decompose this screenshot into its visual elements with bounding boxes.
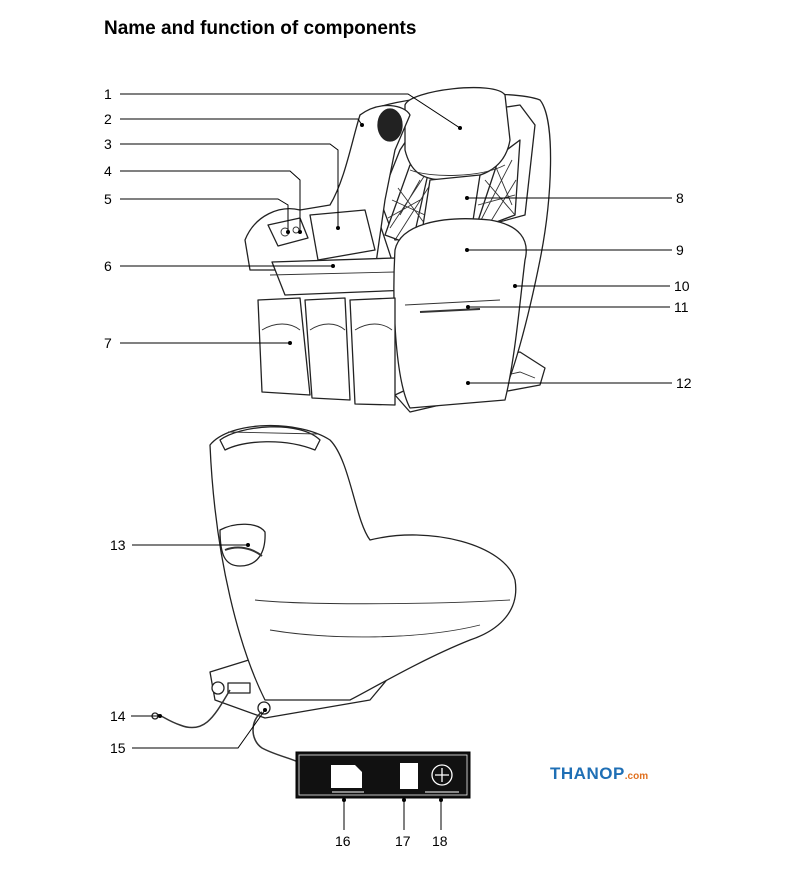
rear-plug-right — [257, 701, 271, 715]
callout-7: 7 — [104, 335, 112, 351]
callout-15: 15 — [110, 740, 126, 756]
callout-18: 18 — [432, 833, 448, 849]
watermark-brand: THANOP — [550, 764, 625, 783]
chair-front-view — [244, 86, 552, 413]
callout-4: 4 — [104, 163, 112, 179]
callout-3: 3 — [104, 136, 112, 152]
callout-16: 16 — [335, 833, 351, 849]
speaker-grille — [377, 108, 403, 142]
seat — [271, 257, 411, 296]
callout-2: 2 — [104, 111, 112, 127]
callout-12: 12 — [676, 375, 692, 391]
callout-17: 17 — [395, 833, 411, 849]
watermark-logo: THANOP.com — [550, 764, 648, 784]
leg-rest — [257, 297, 396, 406]
chair-rear-view — [151, 424, 517, 763]
callout-14: 14 — [110, 708, 126, 724]
callout-11: 11 — [674, 299, 689, 315]
callout-1: 1 — [104, 86, 112, 102]
right-armrest — [393, 218, 527, 409]
leader-dots — [158, 123, 517, 802]
power-switch — [400, 763, 418, 789]
rear-plug-left — [211, 681, 225, 695]
fuse-holder — [431, 764, 453, 786]
callout-13: 13 — [110, 537, 126, 553]
power-input-socket — [331, 765, 362, 788]
callout-6: 6 — [104, 258, 112, 274]
page-title: Name and function of components — [104, 18, 417, 39]
callout-10: 10 — [674, 278, 690, 294]
connector-panel — [295, 751, 471, 799]
leader-lines — [120, 93, 672, 830]
side-cushion — [309, 209, 376, 261]
callout-5: 5 — [104, 191, 112, 207]
rear-shell — [209, 424, 517, 701]
callout-labels: 1 2 3 4 5 6 7 8 9 10 11 12 13 14 15 16 1… — [104, 86, 692, 849]
watermark-tld: .com — [624, 771, 649, 782]
callout-8: 8 — [676, 190, 684, 206]
callout-9: 9 — [676, 242, 684, 258]
headrest-pillow — [404, 86, 511, 181]
